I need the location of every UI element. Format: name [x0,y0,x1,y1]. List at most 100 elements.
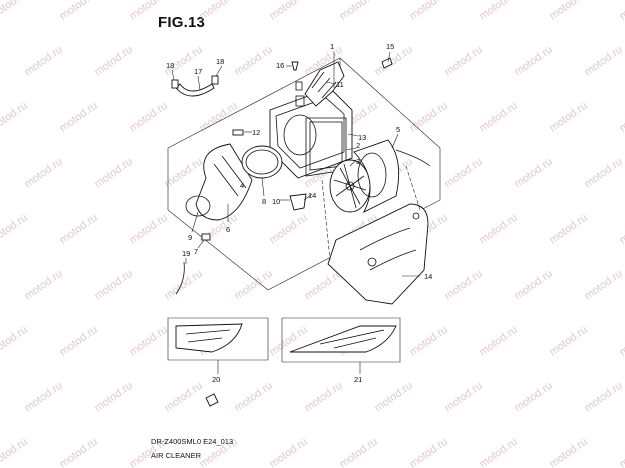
watermark-text: motod.ru [547,0,589,22]
part-drain-hose [175,261,185,295]
watermark-text: motod.ru [0,212,30,247]
watermark-text: motod.ru [617,436,625,468]
watermark-text: motod.ru [617,212,625,247]
part-screw [291,61,299,71]
callout-13: 13 [358,133,366,142]
callout-8: 8 [262,197,266,206]
watermark-text: motod.ru [337,436,379,468]
watermark-text: motod.ru [512,268,554,303]
part-bolt [381,57,393,69]
watermark-text: motod.ru [512,44,554,79]
watermark-text: motod.ru [267,436,309,468]
callout-1: 1 [330,42,334,51]
watermark-text: motod.ru [407,436,449,468]
watermark-text: motod.ru [407,0,449,22]
watermark-text: motod.ru [0,100,30,135]
callout-3: 3 [356,157,360,166]
watermark-text: motod.ru [127,100,169,135]
watermark-text: motod.ru [512,380,554,415]
watermark-text: motod.ru [547,212,589,247]
watermark-text: motod.ru [547,324,589,359]
watermark-text: motod.ru [162,268,204,303]
watermark-text: motod.ru [22,156,64,191]
callout-21: 21 [354,375,362,384]
part-clamp [232,129,244,136]
watermark-text: motod.ru [477,0,519,22]
part-bracket [205,393,219,407]
callout-4: 4 [240,181,244,190]
leader-lines [171,51,420,374]
watermark-text: motod.ru [92,268,134,303]
watermark-text: motod.ru [57,324,99,359]
watermark-text: motod.ru [0,436,30,468]
watermark-text: motod.ru [442,380,484,415]
watermark-text: motod.ru [92,156,134,191]
callout-20: 20 [212,375,220,384]
watermark-text: motod.ru [372,380,414,415]
part-filter-element [353,139,431,214]
watermark-text: motod.ru [547,100,589,135]
watermark-text: motod.ru [617,100,625,135]
watermark-text: motod.ru [162,380,204,415]
callout-18-left: 18 [166,61,174,70]
watermark-text: motod.ru [477,324,519,359]
part-hose-clip-right [211,75,219,85]
assembly-dashed-line [321,165,421,261]
watermark-text: motod.ru [582,156,624,191]
figure-code: DR-Z400SML0 E24_013 [151,437,234,446]
watermark-text: motod.ru [547,436,589,468]
watermark-text: motod.ru [582,268,624,303]
watermark-text: motod.ru [267,212,309,247]
watermark-text: motod.ru [0,0,30,22]
watermark-text: motod.ru [337,0,379,22]
watermark-text: motod.ru [477,436,519,468]
part-seal-ring-inner [245,149,279,175]
callout-15: 15 [386,42,394,51]
watermark-text: motod.ru [22,268,64,303]
part-hose-clip-left [171,79,179,89]
watermark-text: motod.ru [617,0,625,22]
watermark-text: motod.ru [582,380,624,415]
watermark-text: motod.ru [267,0,309,22]
part-seal-ring [241,145,283,179]
watermark-text: motod.ru [302,380,344,415]
watermark-text: motod.ru [407,324,449,359]
callout-12: 12 [252,128,260,137]
watermark-text: motod.ru [57,100,99,135]
callout-14-frame: 14 [308,191,316,200]
watermark-text: motod.ru [477,100,519,135]
watermark-text: motod.ru [22,380,64,415]
watermark-text: motod.ru [477,212,519,247]
watermark-text: motod.ru [57,0,99,22]
watermark-text: motod.ru [127,324,169,359]
callout-2: 2 [356,141,360,150]
watermark-text: motod.ru [232,44,274,79]
callout-10: 10 [272,197,280,206]
part-decal-right [281,317,401,363]
callout-16: 16 [276,61,284,70]
watermark-text: motod.ru [617,324,625,359]
part-drain-plug [201,233,211,241]
callout-11: 11 [336,80,344,89]
figure-title: FIG.13 [158,14,206,31]
watermark-text: motod.ru [232,268,274,303]
watermark-text: motod.ru [442,44,484,79]
part-intake-funnel [185,143,253,221]
watermark-text: motod.ru [127,0,169,22]
part-side-cover [327,203,429,305]
callout-18-right: 18 [216,57,224,66]
figure-caption: AIR CLEANER [151,451,202,460]
callout-7: 7 [194,247,198,256]
watermark-text: motod.ru [407,100,449,135]
watermark-text: motod.ru [127,212,169,247]
watermark-text: motod.ru [162,156,204,191]
callout-6: 6 [226,225,230,234]
watermark-text: motod.ru [442,156,484,191]
watermark-text: motod.ru [442,268,484,303]
watermark-text: motod.ru [512,156,554,191]
watermark-text: motod.ru [197,0,239,22]
watermark-text: motod.ru [57,436,99,468]
watermark-text: motod.ru [92,380,134,415]
